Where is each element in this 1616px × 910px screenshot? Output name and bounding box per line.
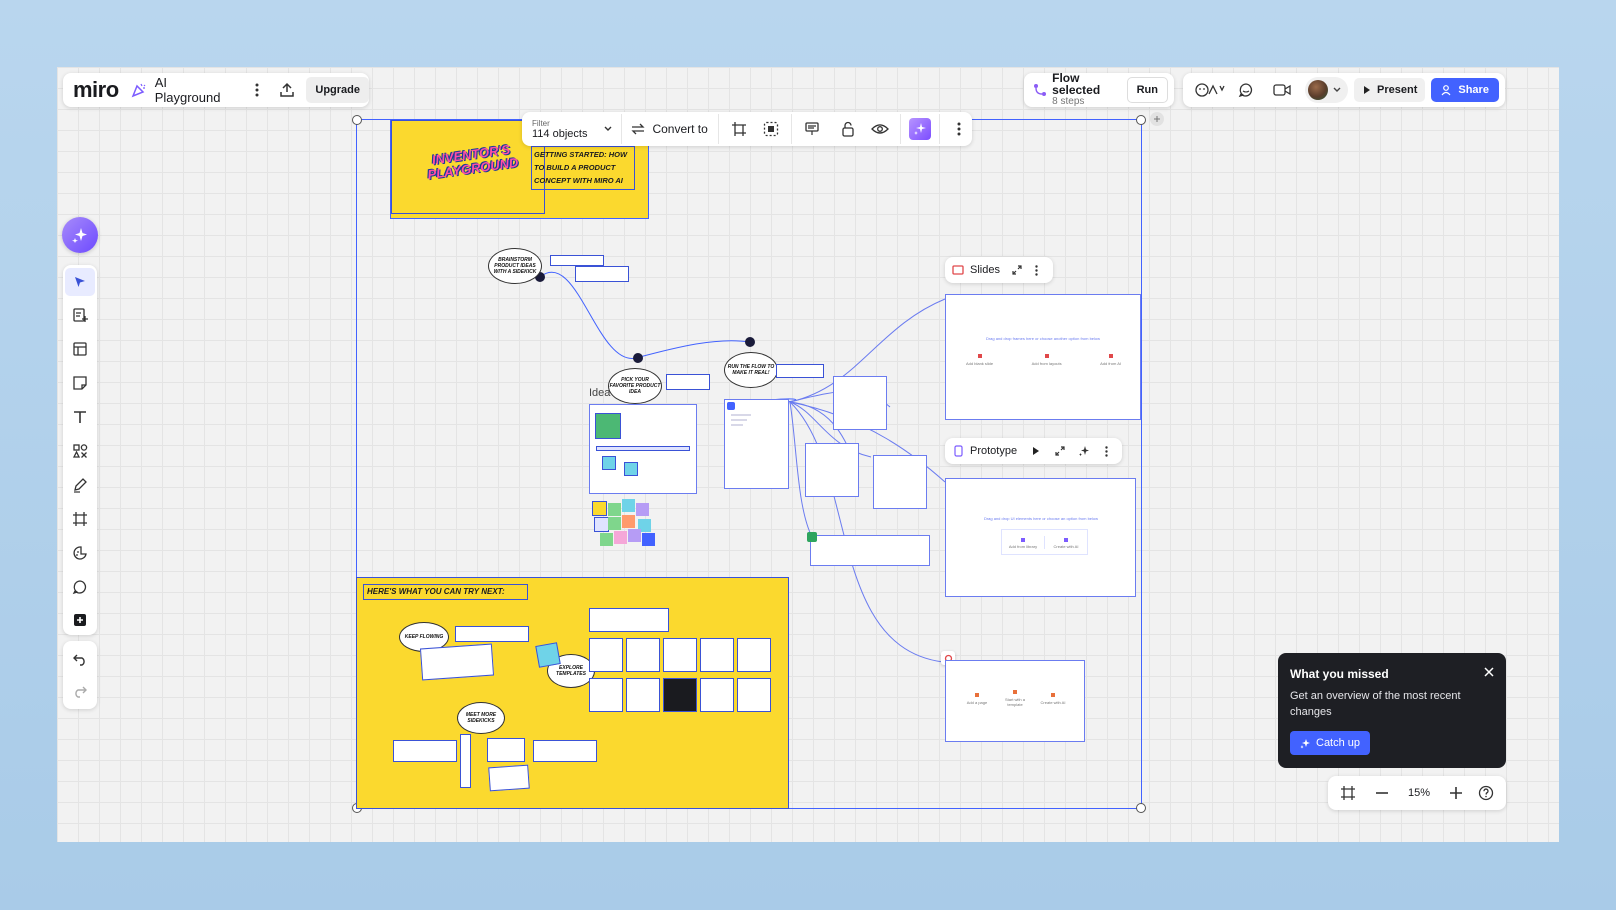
more-options-icon[interactable] [1099,442,1113,460]
more-options-icon[interactable] [1030,261,1044,279]
start-template-option[interactable]: Start with a template [998,690,1032,707]
output-card[interactable] [873,455,927,509]
close-icon[interactable] [1482,665,1496,679]
try-next-section[interactable]: HERE'S WHAT YOU CAN TRY NEXT: KEEP FLOWI… [356,577,789,809]
brainstorm-cloud[interactable]: BRAINSTORM PRODUCT IDEAS WITH A SIDEKICK [488,248,542,284]
toast-title: What you missed [1290,667,1389,681]
try-next-title: HERE'S WHAT YOU CAN TRY NEXT: [363,584,528,600]
what-you-missed-toast: What you missed Get an overview of the m… [1278,653,1506,768]
note-card[interactable] [589,608,669,632]
miro-board-canvas[interactable]: miro AI Playground Upgrade Flow selected… [57,67,1559,842]
note-card[interactable] [455,626,529,642]
toast-body: Get an overview of the most recent chang… [1290,688,1486,720]
output-card[interactable] [833,376,887,430]
prototype-widget-header: Prototype [945,438,1122,464]
doc-icon [727,402,735,410]
run-flow-cloud[interactable]: RUN THE FLOW TO MAKE IT REAL! [724,352,778,388]
slides-label[interactable]: Slides [970,264,1000,276]
slides-widget-header: Slides [945,257,1053,283]
add-page-option[interactable]: Add a page [960,693,994,705]
create-ai-option[interactable]: Create with AI [1036,693,1070,705]
prototype-prompt: Drag and drop UI elements here or choose… [956,516,1126,521]
expand-icon[interactable] [1051,442,1069,460]
prototype-label[interactable]: Prototype [970,445,1017,457]
catch-up-button[interactable]: Catch up [1290,731,1370,755]
template-grid[interactable] [589,638,773,716]
catch-up-label: Catch up [1316,737,1360,749]
note-card[interactable] [666,374,710,390]
pick-idea-cloud[interactable]: PICK YOUR FAVORITE PRODUCT IDEA [608,368,662,404]
add-from-ai-option[interactable]: Add from AI [1100,354,1121,366]
sparkle-icon[interactable] [1075,442,1093,460]
template-icon-tile[interactable] [535,642,560,667]
idea-label: Idea [589,387,610,399]
note-card[interactable] [575,266,629,282]
add-from-library-option[interactable]: Add from library [1002,536,1044,549]
help-icon[interactable] [1474,781,1498,805]
sidekick-panel[interactable] [460,734,471,788]
prototype-icon [952,445,964,457]
table-card[interactable] [810,535,930,566]
sticky-note[interactable] [624,462,638,476]
add-blank-slide-option[interactable]: Add blank slide [966,354,993,366]
sidekick-card[interactable] [488,765,530,792]
note-card[interactable] [533,740,597,762]
create-with-ai-option[interactable]: Create with AI [1044,536,1087,549]
zoom-in-icon[interactable] [1444,781,1468,805]
slides-prompt: Drag and drop frames here or choose anot… [956,336,1130,341]
sticky-cluster[interactable] [592,499,662,551]
text-line [596,446,690,451]
add-from-layouts-option[interactable]: Add from layouts [1032,354,1062,366]
table-icon [807,532,817,542]
sidekick-card[interactable] [487,738,525,762]
zoom-level[interactable]: 15% [1404,787,1434,799]
zoom-out-icon[interactable] [1370,781,1394,805]
sparkle-icon [1300,738,1311,749]
diagram-frame[interactable]: Add a page Start with a template Create … [945,660,1085,742]
note-card[interactable] [776,364,824,378]
document-card[interactable] [724,399,789,489]
flow-preview-card[interactable] [420,644,494,681]
note-card[interactable] [393,740,457,762]
play-icon[interactable] [1027,442,1045,460]
slides-frame[interactable]: Drag and drop frames here or choose anot… [945,294,1141,420]
zoom-controls: 15% [1328,776,1506,810]
output-card[interactable] [805,443,859,497]
slides-icon [952,264,964,276]
prototype-frame[interactable]: Drag and drop UI elements here or choose… [945,478,1136,597]
sticky-note[interactable] [602,456,616,470]
note-card[interactable] [550,255,604,266]
idea-frame[interactable] [589,404,697,494]
meet-sidekicks-cloud[interactable]: MEET MORE SIDEKICKS [457,702,505,734]
expand-icon[interactable] [1008,261,1026,279]
fit-to-screen-icon[interactable] [1336,781,1360,805]
sticky-note[interactable] [595,413,621,439]
